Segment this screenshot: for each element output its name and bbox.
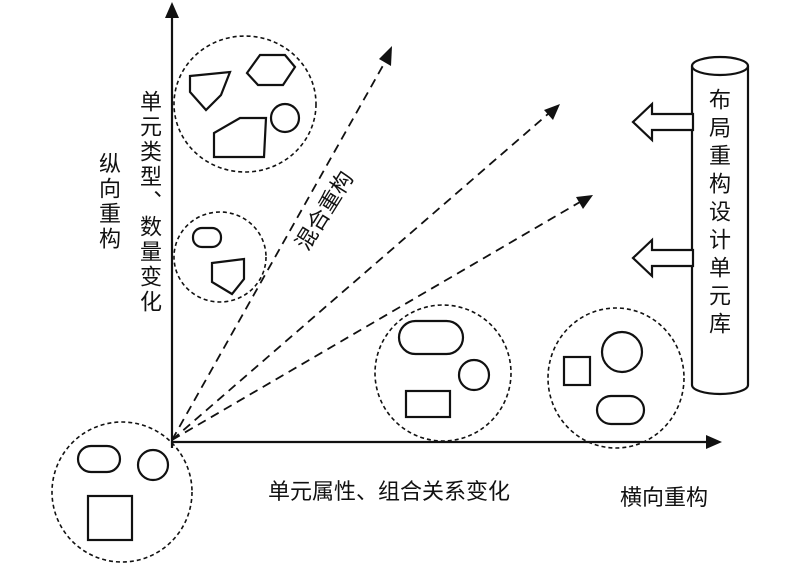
h2-rounded-rect-shape — [595, 394, 646, 426]
horizontal-cluster-1 — [374, 304, 512, 442]
origin-cluster — [51, 421, 193, 563]
cluster-h2-dashed-circle — [547, 307, 685, 449]
horizontal-axis-label: 横向重构 — [620, 486, 709, 511]
hollow-arrows — [631, 101, 695, 279]
unit-library-label: 布局重构设计单元库 — [705, 88, 730, 340]
vertical-cluster-top — [173, 35, 317, 173]
horizontal-axis-description: 单元属性、组合关系变化 — [268, 480, 511, 505]
vertical-axis-label: 纵向重构 — [95, 152, 120, 252]
horizontal-cluster-2 — [547, 307, 685, 449]
small-circle-shape — [269, 102, 301, 134]
mixed-arrowhead-1 — [379, 46, 392, 66]
origin-rounded-rect-shape — [76, 444, 122, 474]
x-axis-arrowhead — [706, 435, 722, 449]
axes — [165, 2, 722, 449]
origin-dashed-circle — [51, 421, 193, 563]
vertical-cluster-mid — [173, 211, 267, 303]
mixed-arrow-2 — [171, 113, 549, 441]
h1-circle-shape — [457, 358, 491, 392]
small-pentagon-shape — [210, 257, 246, 296]
h2-square-shape — [562, 355, 592, 387]
irregular-polygon-shape — [212, 116, 268, 159]
hollow-arrow-upper — [631, 101, 695, 143]
vertical-axis-description: 单元类型、数量变化 — [136, 90, 161, 315]
mixed-arrow-3 — [171, 201, 581, 441]
mixed-arrow-1 — [171, 61, 386, 441]
rounded-rect-shape — [191, 226, 223, 249]
h1-rectangle-shape — [404, 389, 452, 419]
pentagon-shape — [188, 70, 232, 112]
h2-big-circle-shape — [600, 330, 644, 374]
hexagon-shape — [245, 53, 297, 87]
cluster-top-dashed-circle — [173, 35, 317, 173]
y-axis-arrowhead — [165, 2, 179, 18]
mixed-arrowhead-2 — [544, 104, 560, 120]
origin-square-shape — [86, 494, 134, 542]
cylinder-body — [690, 66, 750, 396]
cluster-mid-dashed-circle — [173, 211, 267, 303]
mixed-arrowhead-3 — [576, 195, 593, 209]
cluster-h1-dashed-circle — [374, 304, 512, 442]
capsule-shape — [397, 319, 465, 356]
cylinder-top — [690, 55, 750, 77]
unit-library-cylinder — [690, 55, 750, 396]
origin-circle-shape — [136, 448, 170, 482]
mixed-arrows — [171, 46, 593, 441]
hollow-arrow-lower — [631, 237, 695, 279]
